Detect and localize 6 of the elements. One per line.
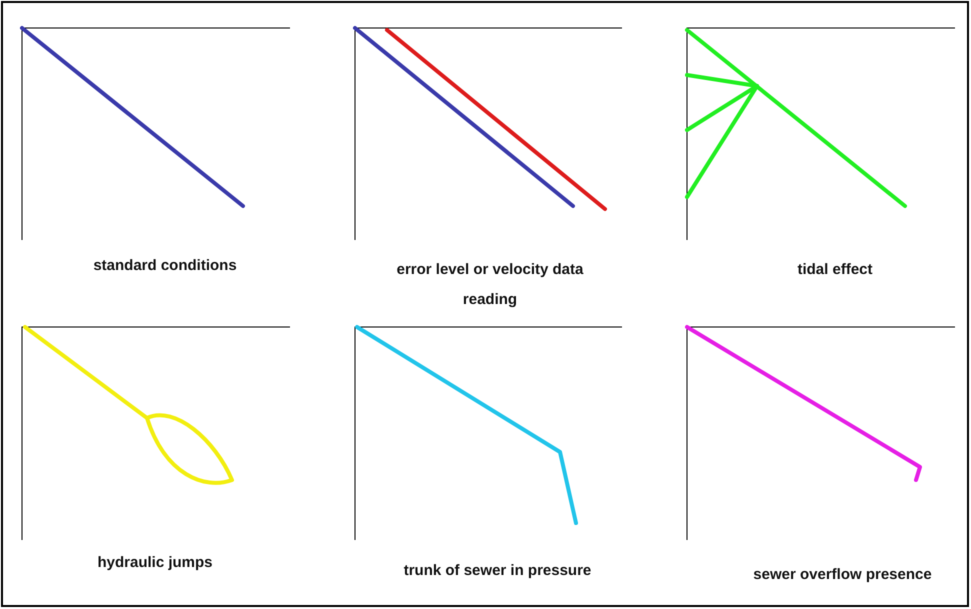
caption: hydraulic jumps	[96, 553, 214, 573]
caption: error level or velocity data reading	[396, 260, 584, 310]
caption: standard conditions	[92, 256, 238, 276]
caption: tidal effect	[796, 260, 874, 280]
caption: sewer overflow presence	[752, 565, 933, 585]
caption: trunk of sewer in pressure	[402, 561, 592, 581]
